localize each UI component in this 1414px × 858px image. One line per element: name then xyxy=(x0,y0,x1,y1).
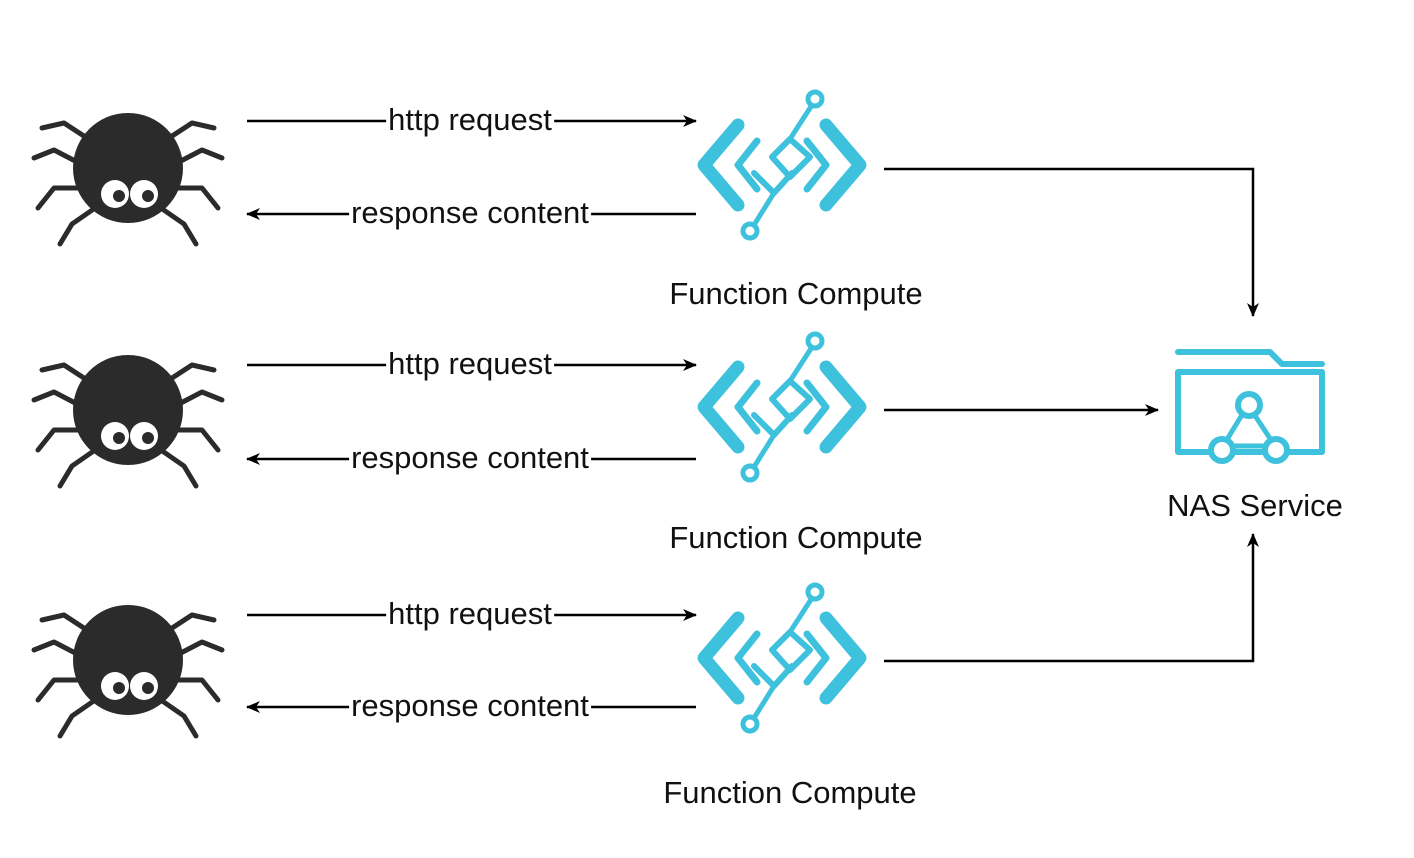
function-compute-label: Function Compute xyxy=(669,520,923,555)
function-compute-label: Function Compute xyxy=(669,276,923,311)
http-request-label: http request xyxy=(386,596,554,631)
fc-to-nas-arrow xyxy=(884,167,1259,317)
function-compute-label: Function Compute xyxy=(663,775,917,810)
function-compute-icon xyxy=(704,92,860,238)
response-content-label: response content xyxy=(349,440,591,475)
response-content-label: response content xyxy=(349,688,591,723)
function-compute-icon xyxy=(704,585,860,731)
nas-folder-icon xyxy=(1175,349,1325,464)
spider-icon xyxy=(34,355,222,486)
nas-service-label: NAS Service xyxy=(1167,488,1343,523)
spider-icon xyxy=(34,113,222,244)
response-content-label: response content xyxy=(349,195,591,230)
http-request-label: http request xyxy=(386,102,554,137)
http-request-label: http request xyxy=(386,346,554,381)
function-compute-icon xyxy=(704,334,860,480)
spider-icon xyxy=(34,605,222,736)
fc-to-nas-arrow xyxy=(884,533,1259,663)
